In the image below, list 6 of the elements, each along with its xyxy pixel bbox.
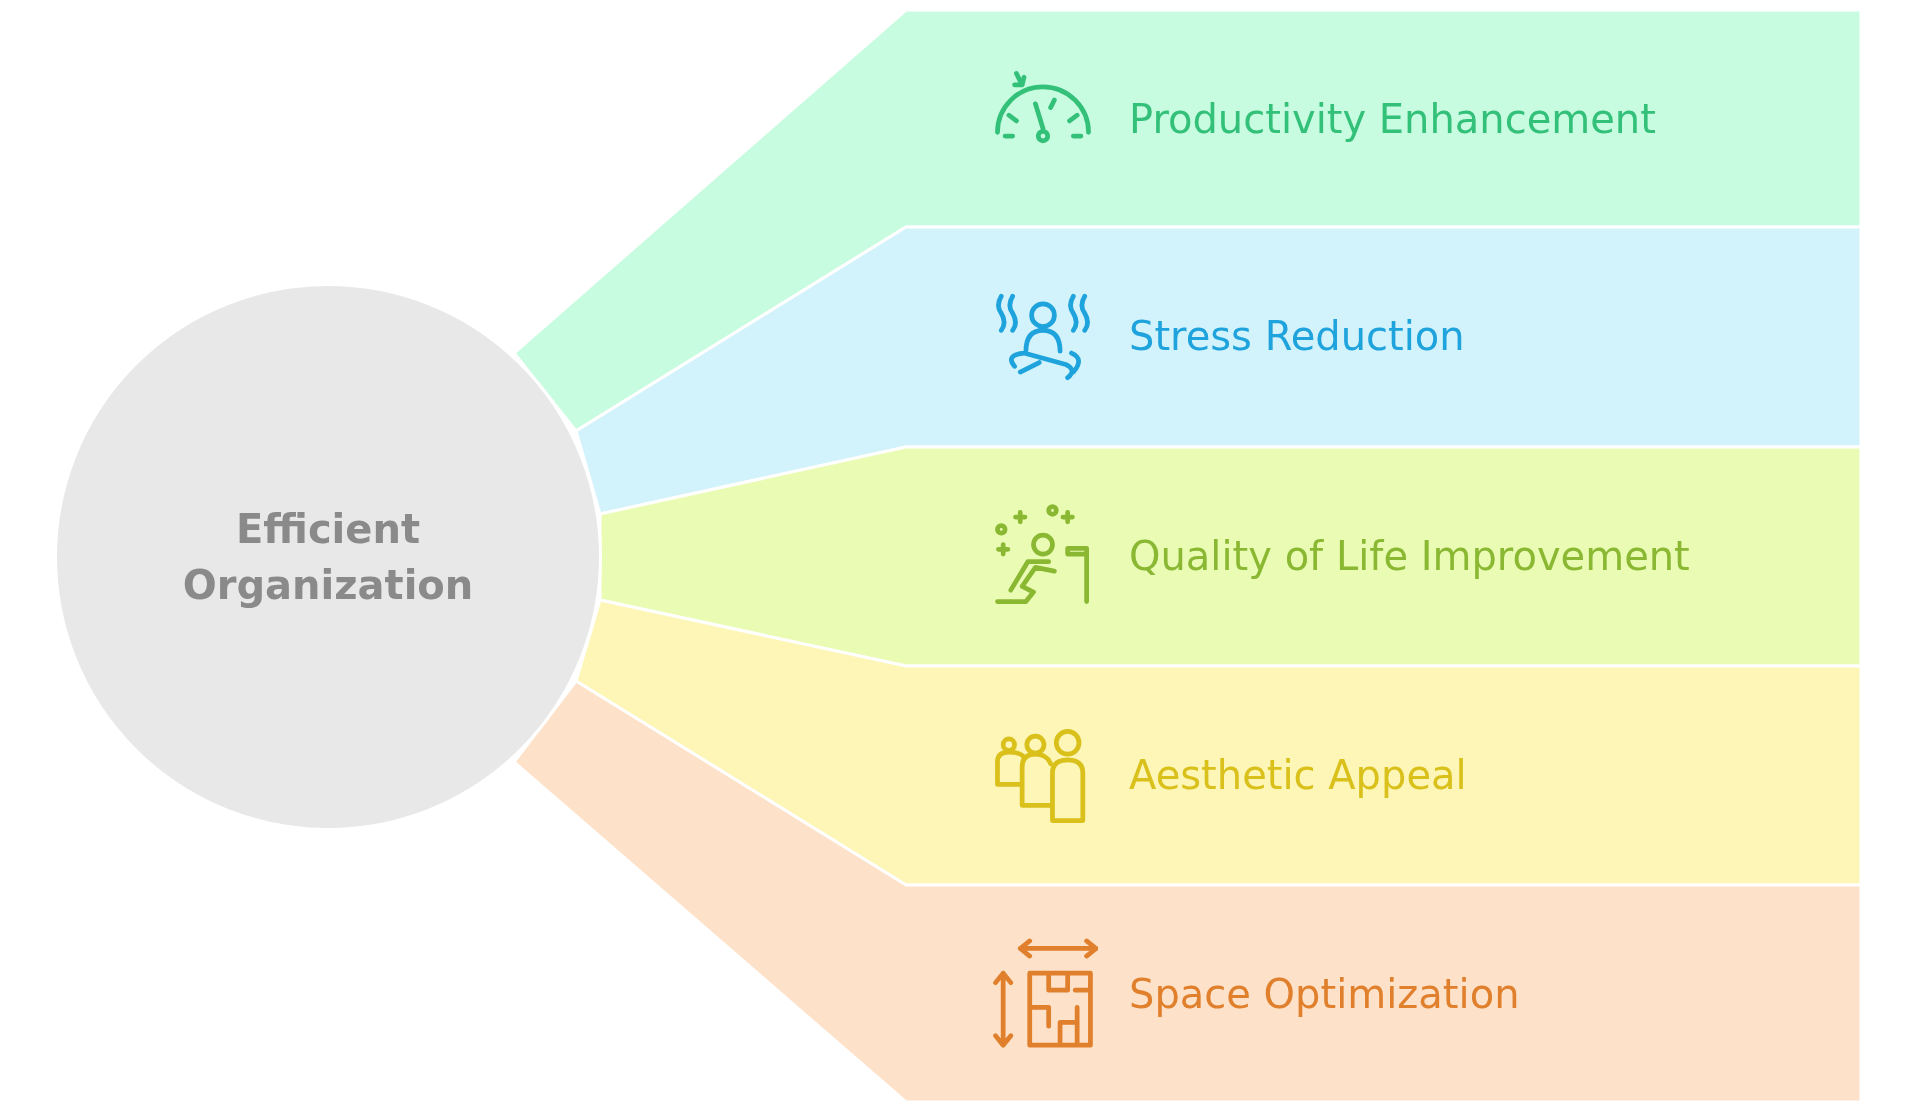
circle-label: Efficient Organization bbox=[181, 505, 475, 610]
band-label: Aesthetic Appeal bbox=[1129, 751, 1467, 798]
band-label: Quality of Life Improvement bbox=[1129, 532, 1690, 579]
band-label: Productivity Enhancement bbox=[1129, 95, 1656, 142]
band-label: Space Optimization bbox=[1129, 970, 1520, 1017]
band-label: Stress Reduction bbox=[1129, 312, 1465, 359]
